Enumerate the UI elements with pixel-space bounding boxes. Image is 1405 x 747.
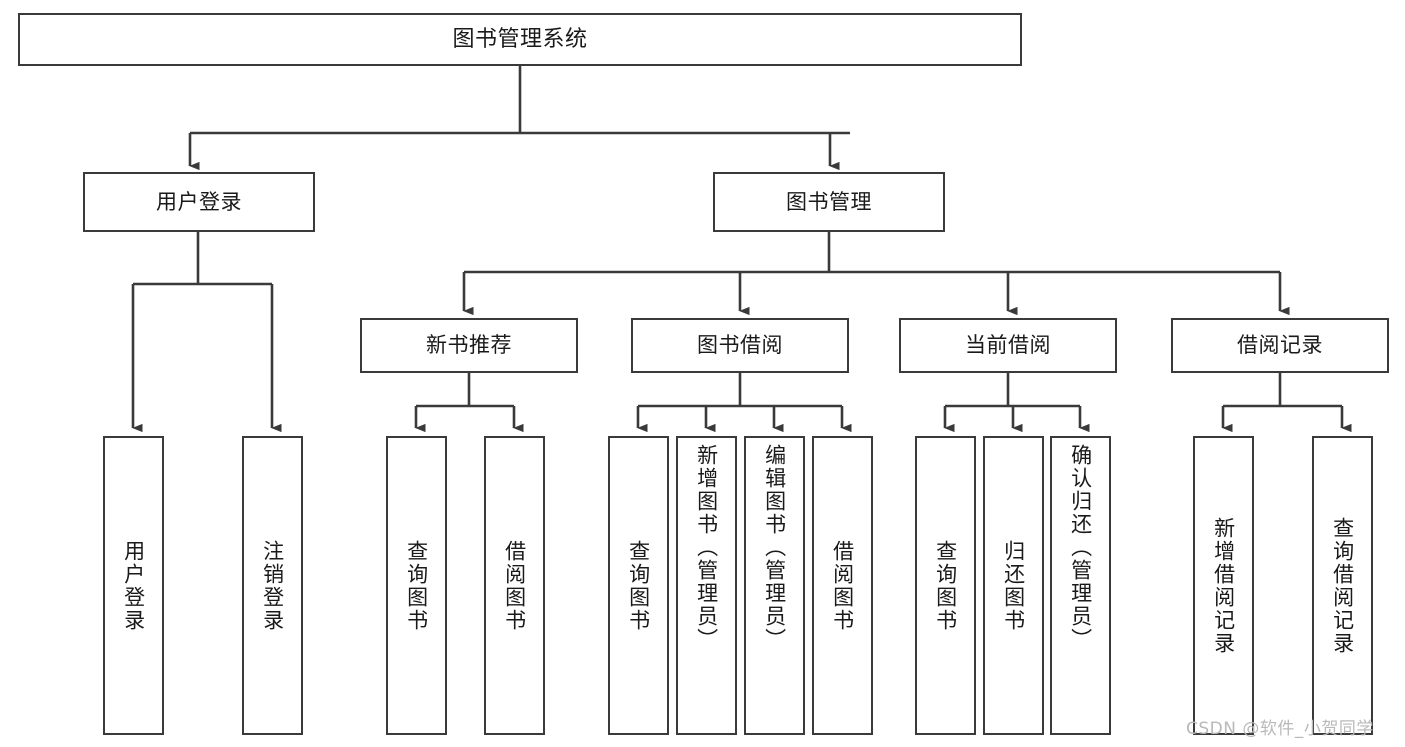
node-label: 新增借阅记录 [1211, 516, 1236, 655]
node-label: 借阅图书 [502, 539, 527, 632]
node-borrow-record[interactable]: 借阅记录 [1171, 318, 1389, 373]
leaf-newbook-query-book[interactable]: 查询图书 [386, 436, 447, 735]
leaf-logout[interactable]: 注销登录 [242, 436, 303, 735]
node-label: 新增图书（管理员） [694, 444, 719, 651]
node-label: 编辑图书（管理员） [762, 444, 787, 651]
node-book-management[interactable]: 图书管理 [713, 172, 945, 232]
node-label: 新书推荐 [426, 333, 512, 358]
node-label: 确认归还（管理员） [1068, 444, 1093, 651]
node-label: 用户登录 [121, 539, 146, 632]
node-label: 归还图书 [1001, 539, 1026, 632]
node-label: 注销登录 [260, 539, 285, 632]
node-label: 借阅图书 [830, 539, 855, 632]
node-label: 图书管理 [786, 189, 872, 214]
leaf-current-confirm-return-admin[interactable]: 确认归还（管理员） [1050, 436, 1111, 735]
leaf-borrow-borrow-book[interactable]: 借阅图书 [812, 436, 873, 735]
node-label: 查询借阅记录 [1330, 516, 1355, 655]
node-label: 图书借阅 [697, 333, 783, 358]
node-user-login[interactable]: 用户登录 [83, 172, 315, 232]
node-root-book-management-system[interactable]: 图书管理系统 [18, 13, 1022, 66]
leaf-current-return-book[interactable]: 归还图书 [983, 436, 1044, 735]
leaf-newbook-borrow-book[interactable]: 借阅图书 [484, 436, 545, 735]
node-label: 当前借阅 [965, 333, 1051, 358]
node-book-borrow[interactable]: 图书借阅 [631, 318, 849, 373]
node-new-book-recommend[interactable]: 新书推荐 [360, 318, 578, 373]
node-label: 图书管理系统 [452, 26, 588, 52]
node-label: 查询图书 [626, 539, 651, 632]
leaf-record-query-borrow-record[interactable]: 查询借阅记录 [1312, 436, 1373, 735]
leaf-borrow-query-book[interactable]: 查询图书 [608, 436, 669, 735]
leaf-record-add-borrow-record[interactable]: 新增借阅记录 [1193, 436, 1254, 735]
leaf-user-login[interactable]: 用户登录 [103, 436, 164, 735]
leaf-borrow-add-book-admin[interactable]: 新增图书（管理员） [676, 436, 737, 735]
node-label: 查询图书 [404, 539, 429, 632]
node-label: 用户登录 [156, 189, 242, 214]
node-current-borrow[interactable]: 当前借阅 [899, 318, 1117, 373]
node-label: 查询图书 [933, 539, 958, 632]
leaf-current-query-book[interactable]: 查询图书 [915, 436, 976, 735]
node-label: 借阅记录 [1237, 333, 1323, 358]
csdn-watermark: CSDN @软件_小贺同学 [1186, 719, 1374, 739]
leaf-borrow-edit-book-admin[interactable]: 编辑图书（管理员） [744, 436, 805, 735]
